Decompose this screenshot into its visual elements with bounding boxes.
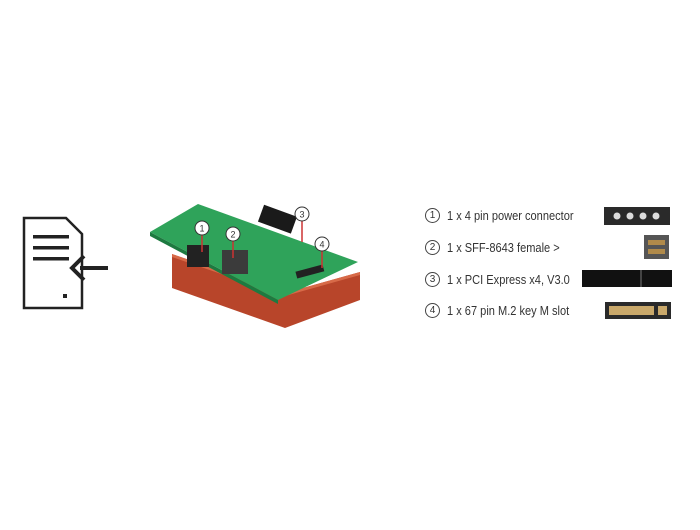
- callout-3: 3: [299, 210, 304, 220]
- adapter-board-image: [150, 204, 360, 328]
- arrow-left-icon: [69, 254, 108, 282]
- m2-slot-icon: [605, 302, 671, 319]
- callout-1: 1: [199, 224, 204, 234]
- feature-row-m2: 4 1 x 67 pin M.2 key M slot: [425, 300, 591, 320]
- sff-8643-port-icon: [644, 235, 669, 259]
- feature-number: 2: [425, 239, 440, 255]
- feature-number: 1: [425, 207, 440, 223]
- document-icon: [22, 216, 84, 310]
- molex-power-connector-icon: [604, 207, 670, 225]
- callout-4: 4: [319, 240, 324, 250]
- callout-markers: 1 2 3 4: [194, 206, 330, 268]
- feature-label: 1 x 4 pin power connector: [447, 207, 574, 223]
- feature-row-power: 1 1 x 4 pin power connector: [425, 205, 596, 225]
- feature-number: 3: [425, 271, 440, 287]
- pcie-slot-icon: [582, 270, 672, 287]
- feature-row-pcie: 3 1 x PCI Express x4, V3.0: [425, 269, 592, 289]
- feature-label: 1 x 67 pin M.2 key M slot: [447, 302, 570, 318]
- feature-row-sff8643: 2 1 x SFF-8643 female >: [425, 237, 580, 257]
- callout-2: 2: [230, 230, 235, 240]
- feature-label: 1 x PCI Express x4, V3.0: [447, 271, 570, 287]
- feature-label: 1 x SFF-8643 female >: [447, 239, 560, 255]
- feature-number: 4: [425, 302, 440, 318]
